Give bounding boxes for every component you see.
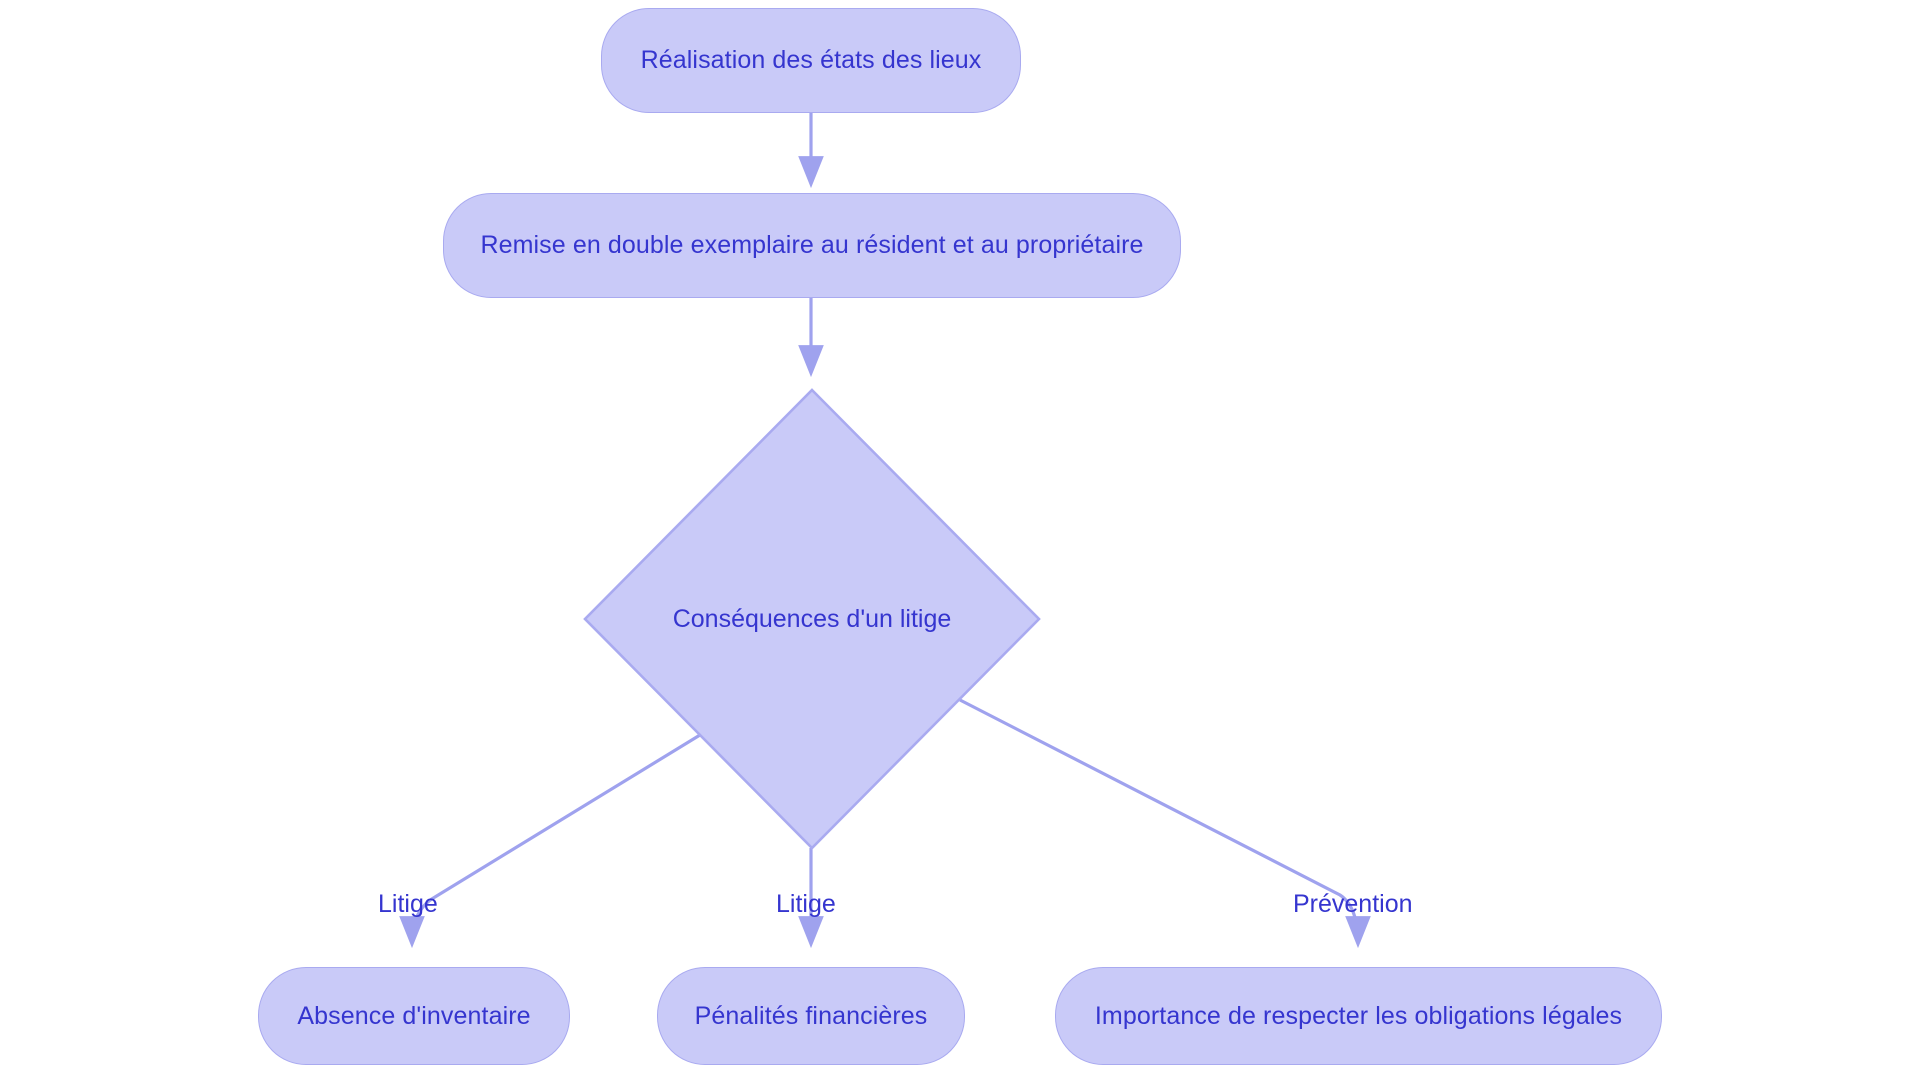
- diamond-shape: [583, 388, 1041, 850]
- node-label: Remise en double exemplaire au résident …: [480, 231, 1144, 259]
- node-label: Conséquences d'un litige: [672, 604, 952, 633]
- node-consequences-litige[interactable]: Conséquences d'un litige: [583, 388, 1041, 850]
- node-label: Absence d'inventaire: [297, 1001, 531, 1030]
- edge-label-litige-middle: Litige: [776, 890, 836, 918]
- node-remise-double-exemplaire[interactable]: Remise en double exemplaire au résident …: [443, 193, 1181, 298]
- edge-n3-n6: [959, 698, 1371, 949]
- edge-label-prevention-right: Prévention: [1293, 890, 1413, 918]
- edge-label-litige-left: Litige: [378, 890, 438, 918]
- node-penalites-financieres[interactable]: Pénalités financières: [657, 967, 965, 1065]
- node-label: Importance de respecter les obligations …: [1094, 1001, 1623, 1030]
- node-realisation-etats-des-lieux[interactable]: Réalisation des états des lieux: [601, 8, 1021, 113]
- node-absence-inventaire[interactable]: Absence d'inventaire: [258, 967, 570, 1065]
- node-label: Réalisation des états des lieux: [640, 46, 982, 74]
- edge-n3-n4: [399, 733, 701, 949]
- node-label: Pénalités financières: [694, 1001, 928, 1030]
- node-importance-obligations-legales[interactable]: Importance de respecter les obligations …: [1055, 967, 1662, 1065]
